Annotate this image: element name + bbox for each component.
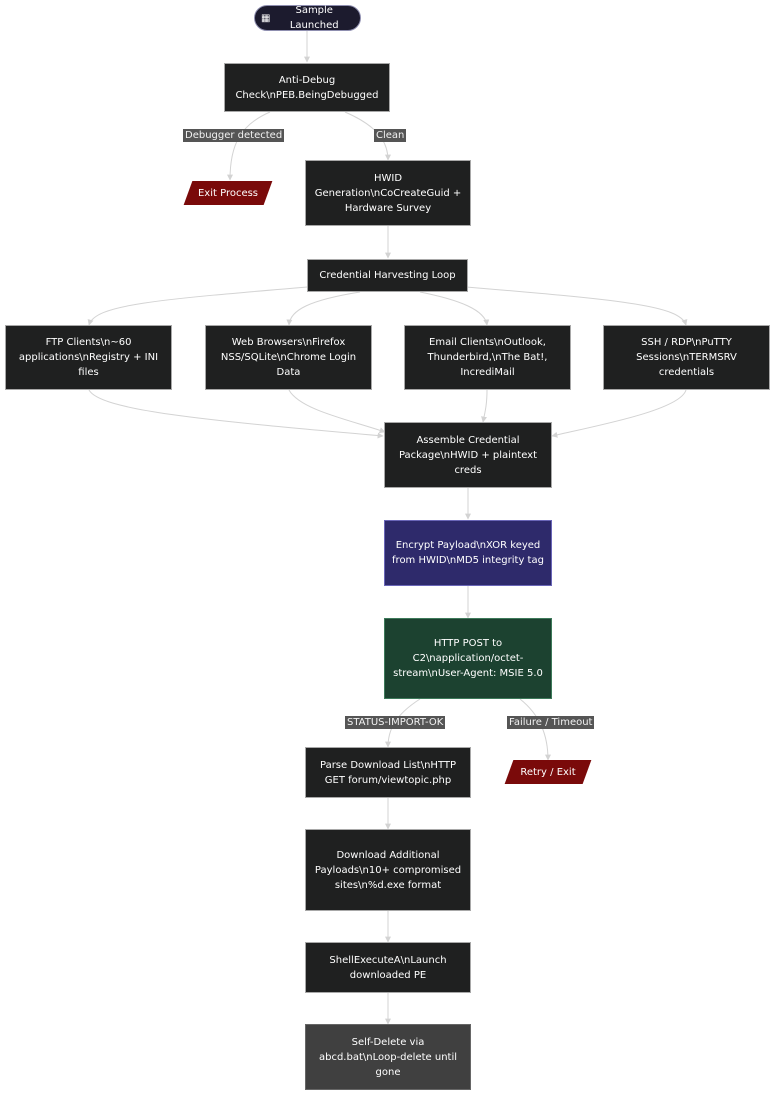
node-download-payloads-label: Download Additional Payloads\n10+ compro…: [314, 849, 462, 891]
node-parse-download-list: Parse Download List\nHTTP GET forum/view…: [305, 747, 471, 798]
edge-ssh-assemble: [551, 389, 687, 438]
node-hwid-generation-label: HWID Generation\nCoCreateGuid + Hardware…: [314, 172, 462, 214]
node-parse-download-list-label: Parse Download List\nHTTP GET forum/view…: [319, 759, 457, 786]
node-exit-process: Exit Process: [188, 181, 268, 205]
node-encrypt-payload-label: Encrypt Payload\nXOR keyed from HWID\nMD…: [392, 540, 544, 566]
node-ssh-rdp: SSH / RDP\nPuTTY Sessions\nTERMSRV crede…: [603, 325, 770, 390]
document-icon: ▦: [261, 12, 271, 24]
edge-email-assemble: [481, 389, 488, 423]
node-email-clients-label: Email Clients\nOutlook, Thunderbird,\nTh…: [427, 337, 548, 378]
node-self-delete: Self-Delete via abcd.bat\nLoop-delete un…: [305, 1024, 471, 1090]
node-web-browsers-label: Web Browsers\nFirefox NSS/SQLite\nChrome…: [220, 337, 357, 378]
edge-label-debugger-detected: Debugger detected: [183, 129, 285, 142]
edge-label-clean: Clean: [374, 129, 407, 142]
node-email-clients: Email Clients\nOutlook, Thunderbird,\nTh…: [404, 325, 571, 390]
node-sample-launched: ▦ Sample Launched: [254, 5, 361, 31]
edge-loop-email: [419, 291, 490, 326]
edge-loop-ssh: [454, 285, 688, 326]
node-ssh-rdp-label: SSH / RDP\nPuTTY Sessions\nTERMSRV crede…: [636, 337, 737, 378]
node-encrypt-payload: Encrypt Payload\nXOR keyed from HWID\nMD…: [384, 520, 552, 586]
node-credential-loop: Credential Harvesting Loop: [307, 259, 468, 292]
node-shellexecute-label: ShellExecuteA\nLaunch downloaded PE: [329, 954, 447, 981]
node-http-post: HTTP POST to C2\napplication/octet-strea…: [384, 618, 552, 699]
node-credential-loop-label: Credential Harvesting Loop: [319, 270, 456, 281]
node-assemble-package: Assemble Credential Package\nHWID + plai…: [384, 422, 552, 488]
node-ftp-clients: FTP Clients\n~60 applications\nRegistry …: [5, 325, 172, 390]
edge-post-retry: [519, 698, 551, 761]
node-assemble-package-label: Assemble Credential Package\nHWID + plai…: [398, 434, 538, 476]
node-retry-exit: Retry / Exit: [509, 760, 587, 784]
node-exit-process-label: Exit Process: [197, 187, 259, 199]
node-shellexecute: ShellExecuteA\nLaunch downloaded PE: [305, 942, 471, 993]
node-sample-launched-label: Sample Launched: [289, 5, 339, 31]
node-self-delete-label: Self-Delete via abcd.bat\nLoop-delete un…: [318, 1036, 458, 1078]
node-web-browsers: Web Browsers\nFirefox NSS/SQLite\nChrome…: [205, 325, 372, 390]
edge-label-failure-timeout: Failure / Timeout: [507, 716, 595, 729]
node-anti-debug-label: Anti-Debug Check\nPEB.BeingDebugged: [235, 74, 379, 101]
edge-antidebug-exit: [227, 111, 271, 181]
edge-ftp-assemble: [88, 389, 384, 439]
edge-label-status-import-ok: STATUS-IMPORT-OK: [345, 716, 446, 729]
node-ftp-clients-label: FTP Clients\n~60 applications\nRegistry …: [18, 337, 159, 378]
edge-browsers-assemble: [288, 389, 386, 434]
edge-loop-ftp: [87, 285, 321, 326]
node-download-payloads: Download Additional Payloads\n10+ compro…: [305, 829, 471, 911]
node-retry-exit-label: Retry / Exit: [520, 766, 576, 778]
edge-loop-browsers: [286, 291, 361, 326]
node-anti-debug: Anti-Debug Check\nPEB.BeingDebugged: [224, 63, 390, 112]
node-hwid-generation: HWID Generation\nCoCreateGuid + Hardware…: [305, 160, 471, 226]
node-http-post-label: HTTP POST to C2\napplication/octet-strea…: [393, 638, 543, 679]
